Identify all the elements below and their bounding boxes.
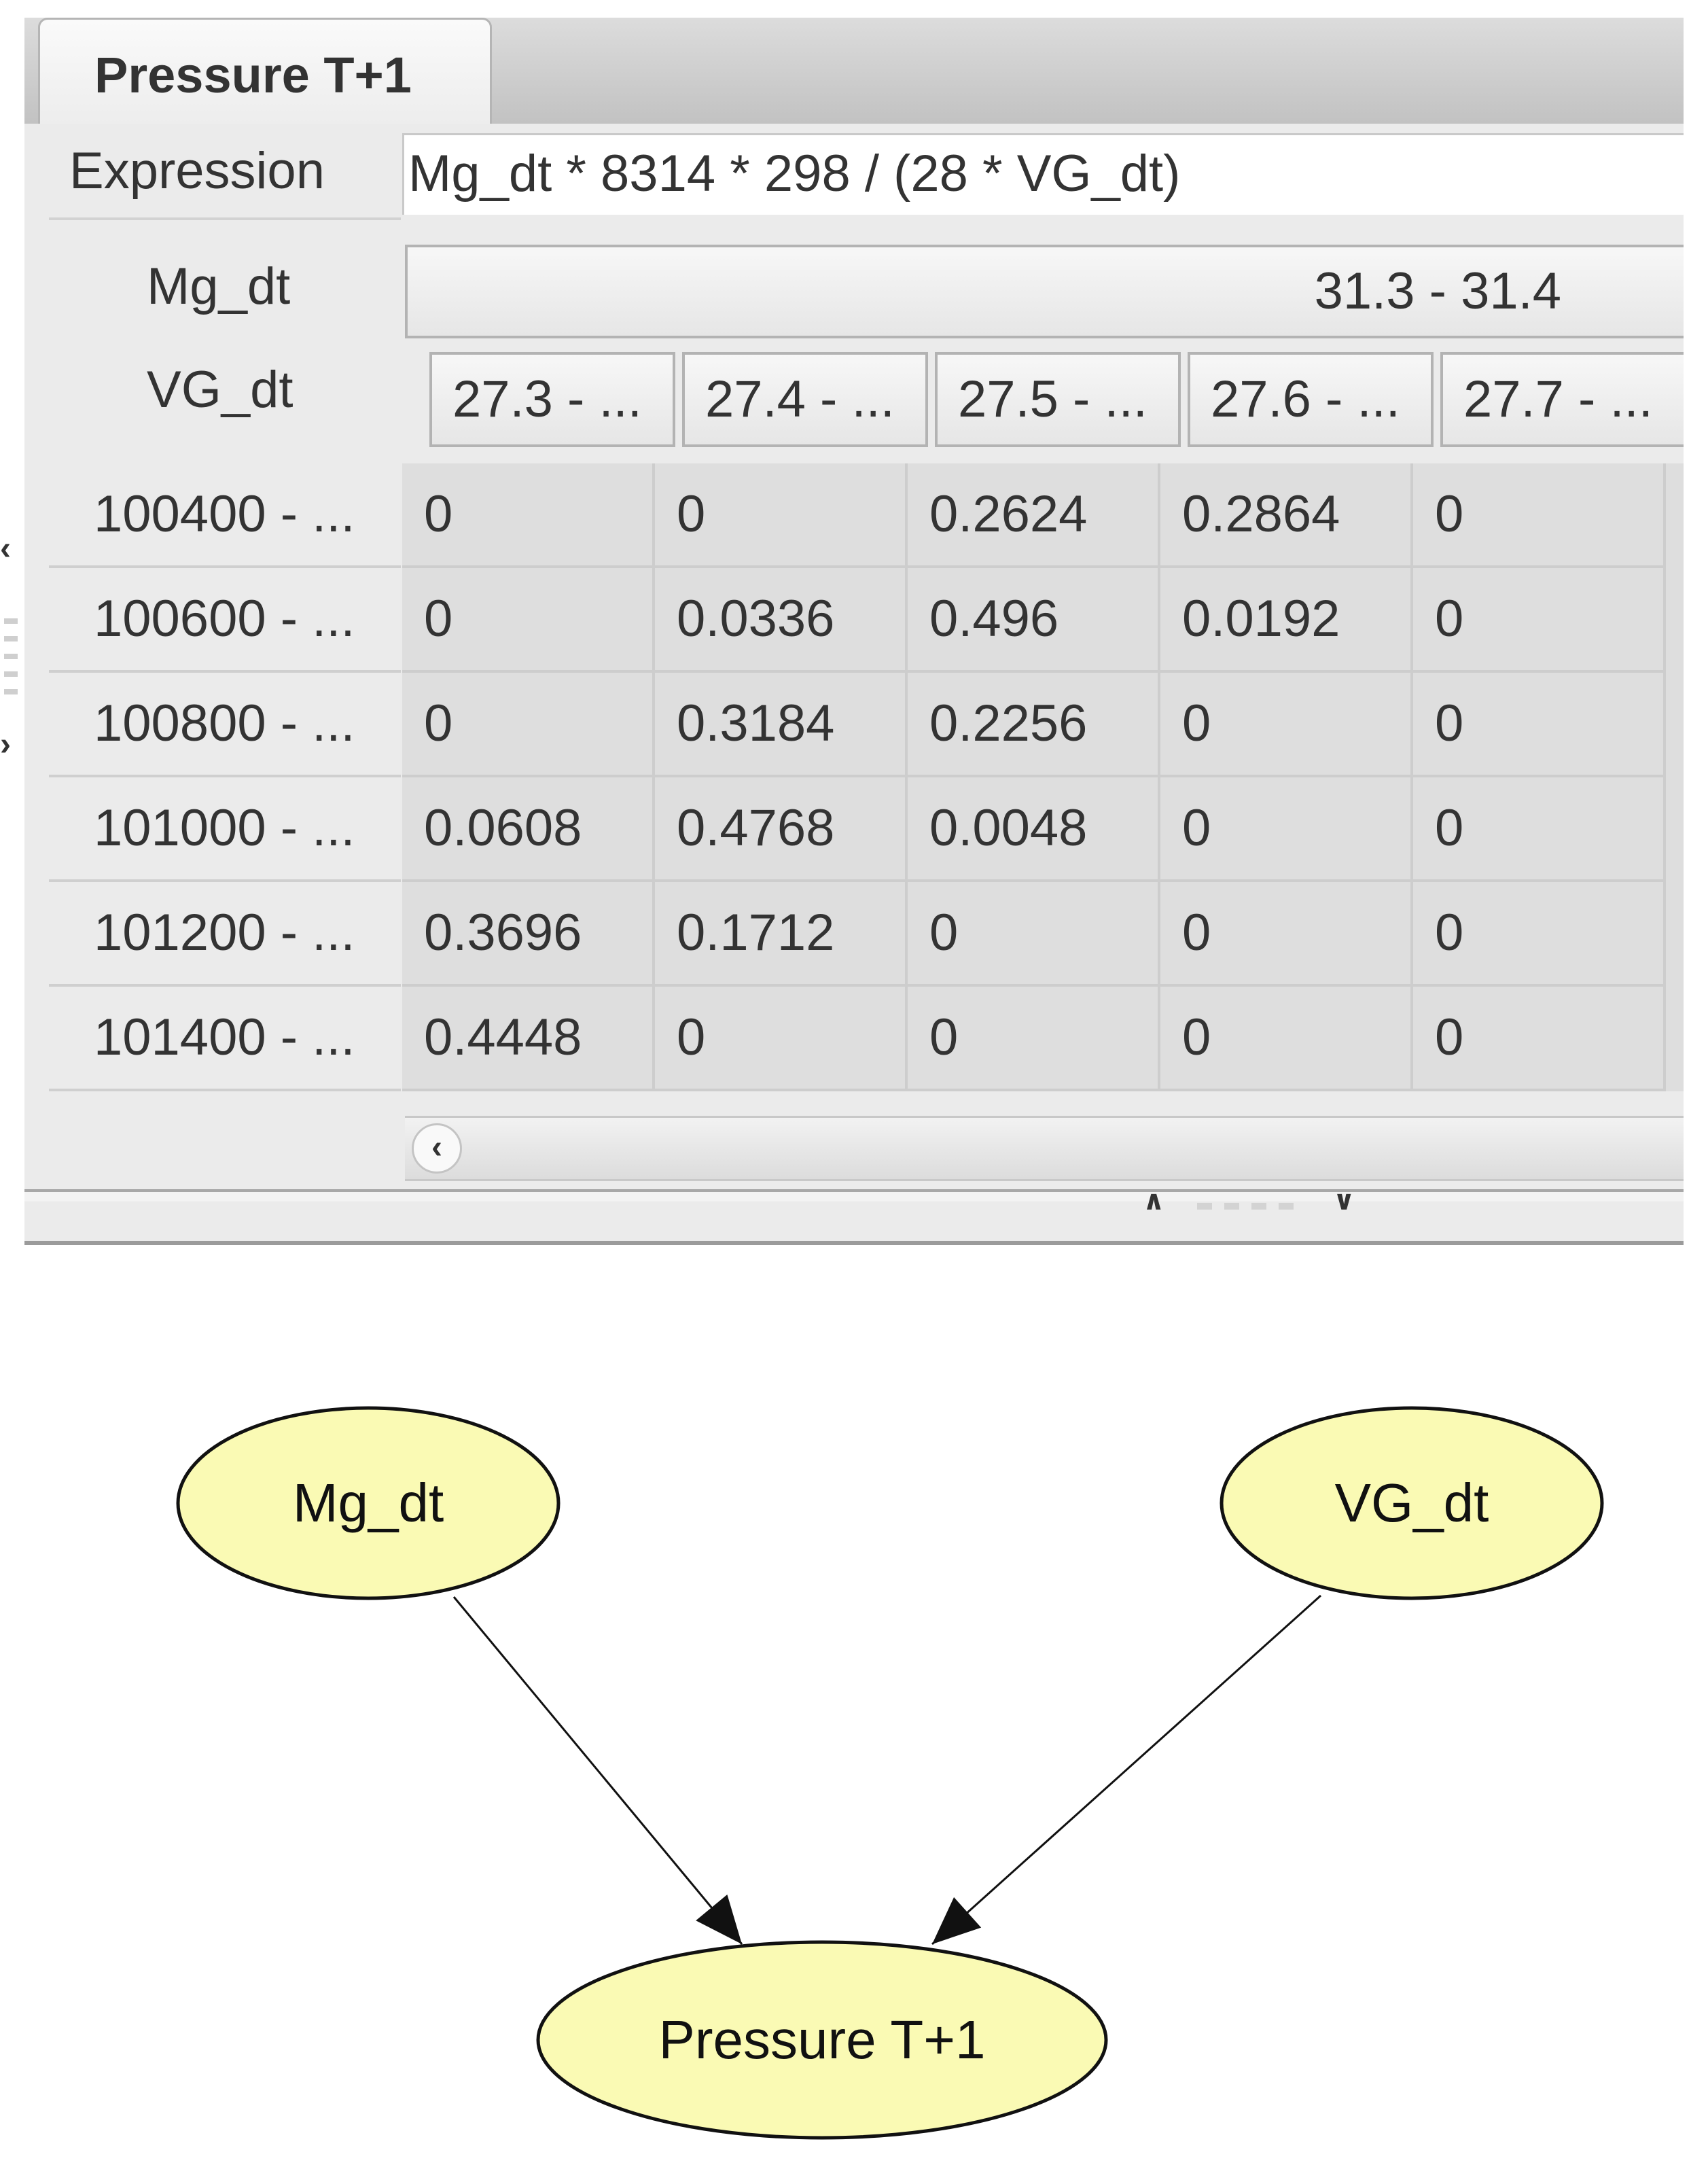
table-cell[interactable]: 0 bbox=[1413, 463, 1666, 568]
node-label-mg: Mg_dt bbox=[292, 1473, 444, 1533]
table-cell[interactable]: 0.3696 bbox=[402, 882, 655, 987]
cpt-editor-panel: Pressure T+1 Expression Mg_dt * 8314 * 2… bbox=[24, 18, 1684, 1245]
table-cell[interactable]: 0 bbox=[655, 463, 908, 568]
chevron-left-icon[interactable]: ‹ bbox=[412, 1123, 462, 1174]
table-cell[interactable]: 0 bbox=[402, 568, 655, 673]
table-cell[interactable]: 0.4768 bbox=[655, 777, 908, 882]
diagram-nodes bbox=[176, 1406, 1604, 2140]
row-variable-vg: VG_dt bbox=[147, 361, 293, 419]
column-header[interactable]: 27.7 - ... bbox=[1440, 352, 1684, 447]
table-cell[interactable]: 0.2256 bbox=[908, 673, 1160, 777]
table-cell[interactable]: 0 bbox=[1413, 673, 1666, 777]
expression-field[interactable]: Mg_dt * 8314 * 298 / (28 * VG_dt) bbox=[402, 133, 1684, 215]
splitter-grip[interactable] bbox=[1197, 1203, 1299, 1210]
table-cell[interactable]: 0.0336 bbox=[655, 568, 908, 673]
table-cell[interactable]: 0.1712 bbox=[655, 882, 908, 987]
edge-vg-to-pressure bbox=[931, 1594, 1322, 1946]
table-cell[interactable]: 0 bbox=[1160, 777, 1413, 882]
table-cell[interactable]: 0.496 bbox=[908, 568, 1160, 673]
table-cell[interactable]: 0.2624 bbox=[908, 463, 1160, 568]
table-cell[interactable]: 0 bbox=[1160, 882, 1413, 987]
panel-splitter[interactable] bbox=[24, 1189, 1684, 1201]
chevron-left-icon[interactable]: ‹ bbox=[0, 531, 11, 567]
diagram-edges bbox=[452, 1594, 1322, 1946]
column-group-header[interactable]: 31.3 - 31.4 bbox=[405, 245, 1684, 338]
node-pressure[interactable] bbox=[536, 1940, 1108, 2140]
row-header[interactable]: 101400 - ... bbox=[49, 987, 401, 1091]
chevron-up-icon[interactable]: ∧ bbox=[1143, 1186, 1165, 1216]
editor-content: Expression Mg_dt * 8314 * 298 / (28 * VG… bbox=[24, 124, 1684, 1241]
column-header[interactable]: 27.3 - ... bbox=[429, 352, 675, 447]
table-cell[interactable]: 0.2864 bbox=[1160, 463, 1413, 568]
node-label-vg: VG_dt bbox=[1334, 1473, 1489, 1533]
column-header[interactable]: 27.5 - ... bbox=[935, 352, 1181, 447]
table-cell[interactable]: 0 bbox=[1413, 882, 1666, 987]
table-cell[interactable]: 0 bbox=[908, 882, 1160, 987]
arrowhead-vg bbox=[932, 1897, 982, 1944]
expression-label: Expression bbox=[69, 142, 325, 200]
table-cell[interactable]: 0 bbox=[1413, 777, 1666, 882]
row-variable-mg: Mg_dt bbox=[147, 258, 291, 315]
node-mg[interactable] bbox=[176, 1406, 561, 1600]
table-cell[interactable]: 0.3184 bbox=[655, 673, 908, 777]
table-cell[interactable]: 0 bbox=[402, 463, 655, 568]
table-cell[interactable]: 0 bbox=[655, 987, 908, 1091]
row-header[interactable]: 101200 - ... bbox=[49, 882, 401, 987]
tab-pressure[interactable]: Pressure T+1 bbox=[38, 18, 492, 132]
edge-mg-to-pressure bbox=[452, 1596, 743, 1945]
column-header[interactable]: 27.6 - ... bbox=[1188, 352, 1434, 447]
table-cell[interactable]: 0 bbox=[1413, 568, 1666, 673]
table-cell[interactable]: 0 bbox=[908, 987, 1160, 1091]
horizontal-scrollbar[interactable]: ‹ bbox=[405, 1116, 1684, 1181]
diagram-canvas bbox=[176, 1406, 1604, 2140]
row-header[interactable]: 100800 - ... bbox=[49, 673, 401, 777]
table-cell[interactable]: 0 bbox=[1160, 673, 1413, 777]
row-header[interactable]: 100400 - ... bbox=[49, 463, 401, 568]
chevron-down-icon[interactable]: ∨ bbox=[1333, 1186, 1355, 1216]
row-header[interactable]: 101000 - ... bbox=[49, 777, 401, 882]
table-cell[interactable]: 0.4448 bbox=[402, 987, 655, 1091]
node-vg[interactable] bbox=[1220, 1406, 1604, 1600]
table-cell[interactable]: 0 bbox=[1160, 987, 1413, 1091]
column-header[interactable]: 27.4 - ... bbox=[682, 352, 928, 447]
tab-strip: Pressure T+1 bbox=[24, 18, 1684, 132]
table-cell[interactable]: 0.0048 bbox=[908, 777, 1160, 882]
table-cell[interactable]: 0.0192 bbox=[1160, 568, 1413, 673]
side-grip-handle[interactable] bbox=[4, 618, 18, 700]
arrowhead-mg bbox=[696, 1894, 742, 1944]
node-label-pressure: Pressure T+1 bbox=[658, 2009, 986, 2070]
table-cell[interactable]: 0 bbox=[402, 673, 655, 777]
table-cell[interactable]: 0.0608 bbox=[402, 777, 655, 882]
expression-divider bbox=[49, 217, 401, 220]
table-cell[interactable]: 0 bbox=[1413, 987, 1666, 1091]
chevron-right-icon[interactable]: › bbox=[0, 726, 11, 762]
row-header[interactable]: 100600 - ... bbox=[49, 568, 401, 673]
